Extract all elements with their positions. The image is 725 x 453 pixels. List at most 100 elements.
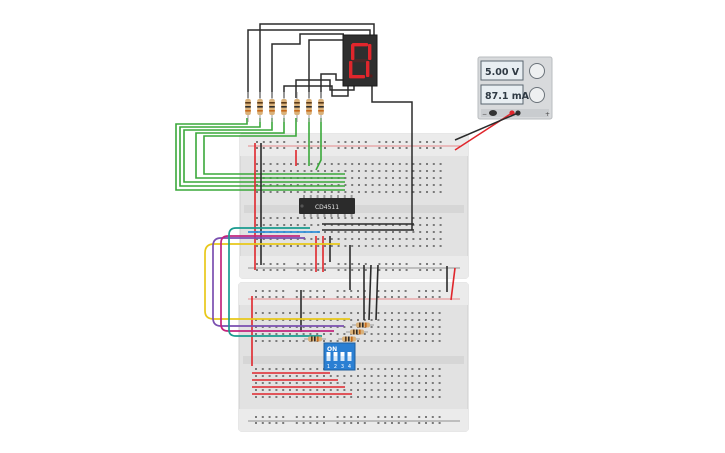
hole[interactable] [310,170,313,172]
hole[interactable] [303,170,306,172]
hole[interactable] [350,319,353,321]
purple-wire[interactable] [212,237,344,327]
hole[interactable] [275,416,278,418]
hole[interactable] [378,177,381,179]
hole[interactable] [282,389,285,391]
hole[interactable] [350,396,353,398]
hole[interactable] [432,177,435,179]
hole[interactable] [405,170,408,172]
hole[interactable] [377,333,380,335]
hole[interactable] [276,163,279,165]
hole[interactable] [439,184,442,186]
hole[interactable] [351,263,354,265]
hole[interactable] [358,238,360,240]
green-wires[interactable] [175,118,345,191]
hole[interactable] [370,375,373,377]
hole[interactable] [404,290,407,292]
hole[interactable] [269,170,272,172]
hole[interactable] [418,296,421,298]
hole[interactable] [282,296,285,298]
hole[interactable] [269,147,272,149]
hole[interactable] [426,224,428,226]
hole[interactable] [398,238,401,240]
hole[interactable] [405,191,408,193]
hole[interactable] [290,184,292,186]
hole[interactable] [419,177,422,179]
hole[interactable] [296,224,299,226]
hole[interactable] [432,163,435,165]
hole[interactable] [377,312,380,314]
hole[interactable] [371,163,374,165]
hole[interactable] [316,333,319,335]
hole[interactable] [282,319,285,321]
hole[interactable] [364,231,367,233]
hole[interactable] [364,147,367,149]
hole[interactable] [316,312,319,314]
hole[interactable] [316,389,319,391]
hole[interactable] [283,217,286,219]
hole[interactable] [397,375,400,377]
hole[interactable] [385,170,388,172]
hole[interactable] [317,217,320,219]
hole[interactable] [309,333,312,335]
hole[interactable] [425,389,427,391]
hole[interactable] [268,340,271,342]
hole[interactable] [302,416,305,418]
hole[interactable] [431,375,434,377]
hole[interactable] [371,177,374,179]
hole[interactable] [256,170,258,172]
hole[interactable] [324,141,326,143]
hole[interactable] [439,177,442,179]
hole[interactable] [295,416,298,418]
hole[interactable] [397,319,400,321]
hole[interactable] [363,382,366,384]
hole[interactable] [317,224,320,226]
hole[interactable] [351,141,354,143]
hole[interactable] [303,238,306,240]
hole[interactable] [378,263,381,265]
hole[interactable] [261,375,264,377]
hole[interactable] [438,333,441,335]
hole[interactable] [276,147,279,149]
hole[interactable] [378,191,381,193]
hole[interactable] [370,319,373,321]
hole[interactable] [357,319,359,321]
hole[interactable] [411,375,414,377]
hole[interactable] [337,245,340,247]
hole[interactable] [289,396,291,398]
hole[interactable] [385,231,388,233]
hole[interactable] [302,422,305,424]
hole[interactable] [256,269,258,271]
hole[interactable] [391,333,393,335]
hole[interactable] [363,416,366,418]
dip-switch[interactable]: ON 1 2 3 4 [323,342,356,371]
hole[interactable] [261,396,264,398]
hole[interactable] [290,170,292,172]
hole[interactable] [344,191,347,193]
hole[interactable] [426,245,428,247]
hole[interactable] [344,147,347,149]
hole[interactable] [309,290,312,292]
black-wire[interactable] [271,33,344,98]
hole[interactable] [384,319,387,321]
hole[interactable] [295,296,298,298]
hole[interactable] [358,263,360,265]
hole[interactable] [397,422,400,424]
hole[interactable] [303,224,306,226]
hole[interactable] [310,147,313,149]
hole[interactable] [439,217,442,219]
hole[interactable] [324,191,326,193]
hole[interactable] [439,269,442,271]
hole[interactable] [309,319,312,321]
hole[interactable] [377,296,380,298]
hole[interactable] [323,312,325,314]
hole[interactable] [426,147,428,149]
hole[interactable] [337,217,340,219]
resistor[interactable] [338,336,360,342]
hole[interactable] [343,312,346,314]
hole[interactable] [275,340,278,342]
hole[interactable] [363,375,366,377]
hole[interactable] [268,326,271,328]
hole[interactable] [431,416,434,418]
